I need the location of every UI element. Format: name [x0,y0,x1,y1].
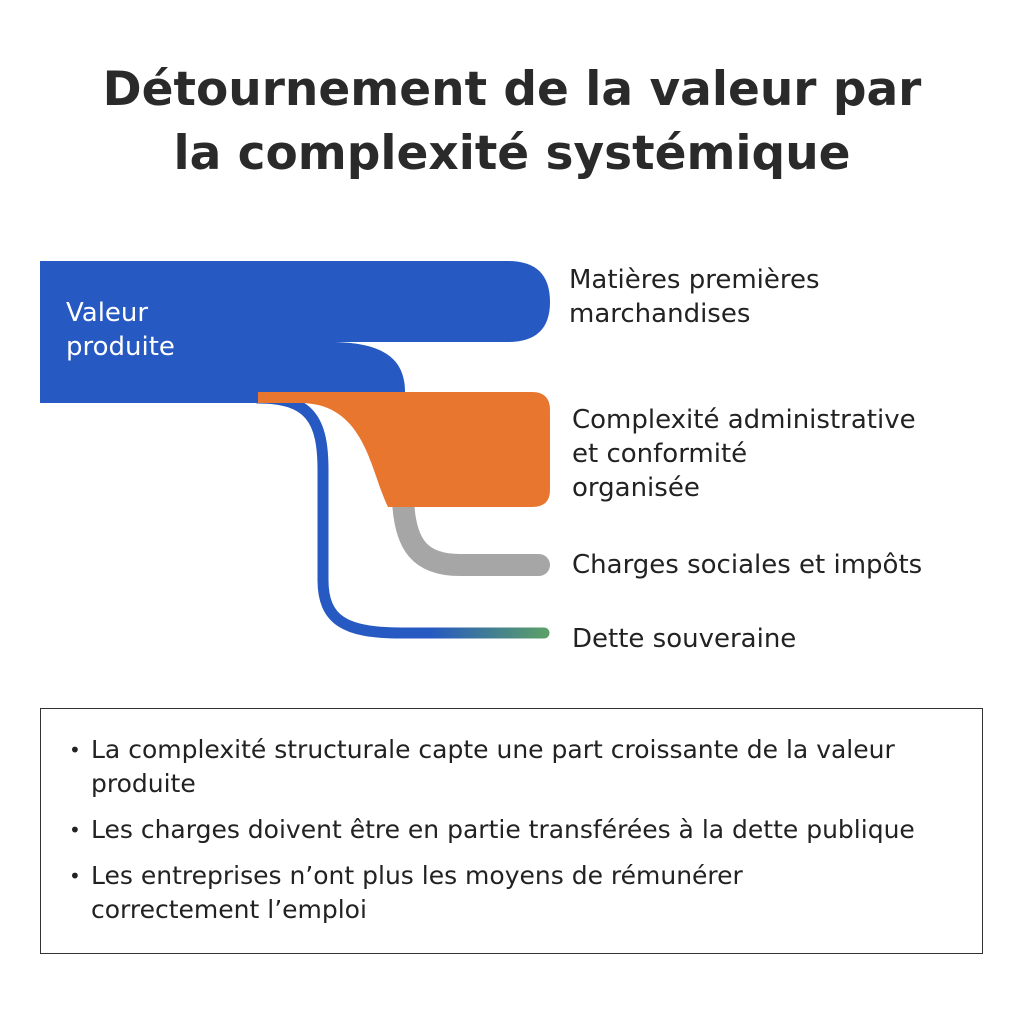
flow-label-charges: Charges sociales et impôts [572,548,922,582]
label-line: Complexité administrative [572,405,916,435]
bullet-item: Les charges doivent être en partie trans… [69,813,962,847]
flow-complexite [258,392,550,507]
label-line: et conformité [572,439,748,469]
label-line: Dette souveraine [572,624,797,654]
label-line: Charges sociales et impôts [572,550,923,580]
flow-label-matieres: Matières premières marchandises [569,263,820,331]
flow-label-dette: Dette souveraine [572,622,796,656]
bullet-list: La complexité structurale capte une part… [41,709,982,927]
flow-matieres-premieres [40,261,550,403]
flow-charges-sociales [392,489,550,576]
title-line-1: Détournement de la valeur par [102,62,922,117]
title-line-2: la complexité systémique [173,126,851,181]
summary-box: La complexité structurale capte une part… [40,708,983,954]
label-line: Matières premières [569,265,820,295]
source-node-label: Valeur produite [66,298,175,362]
page-title: Détournement de la valeur par la complex… [0,58,1024,186]
flow-label-complexite: Complexité administrative et conformité … [572,403,916,505]
bullet-item: Les entreprises n’ont plus les moyens de… [69,859,962,927]
label-line: organisée [572,473,700,503]
bullet-item: La complexité structurale capte une part… [69,733,962,801]
flow-dette-souveraine [252,392,550,639]
label-line: marchandises [569,299,751,329]
